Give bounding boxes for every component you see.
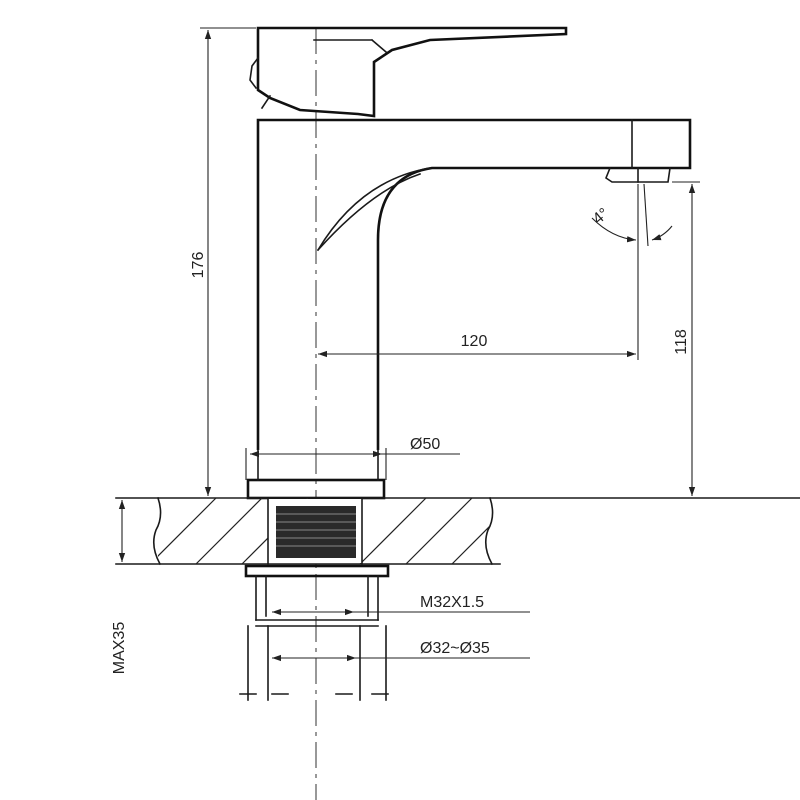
faucet-body — [246, 26, 692, 500]
thread-label: M32X1.5 — [420, 594, 484, 611]
dimension-total-height: 176 — [190, 27, 256, 499]
countertop-deck — [115, 496, 800, 566]
spout-reach-label: 120 — [461, 333, 488, 350]
total-height-label: 176 — [190, 252, 207, 279]
threaded-stud — [276, 506, 356, 558]
spout-height-label: 118 — [673, 329, 690, 355]
dimension-hole-diameter: Ø32~Ø35 — [272, 640, 530, 662]
deck-thickness-label: MAX35 — [111, 622, 128, 675]
dimension-spout-reach: 120 — [318, 184, 639, 360]
aerator — [605, 166, 671, 183]
hole-diameter-label: Ø32~Ø35 — [420, 640, 490, 657]
dimension-spout-angle: 4° — [590, 183, 673, 247]
spout-angle-label: 4° — [590, 205, 613, 228]
deck-hatching — [158, 498, 490, 564]
base-diameter-label: Ø50 — [410, 436, 440, 453]
spout-outline — [256, 118, 692, 450]
dimension-deck-thickness: MAX35 — [111, 500, 128, 674]
mounting-shank — [239, 564, 390, 701]
dimension-spout-height: 118 — [672, 181, 700, 496]
lever-handle — [256, 26, 568, 118]
dimension-base-diameter: Ø50 — [245, 436, 460, 480]
dimension-thread: M32X1.5 — [272, 594, 530, 616]
